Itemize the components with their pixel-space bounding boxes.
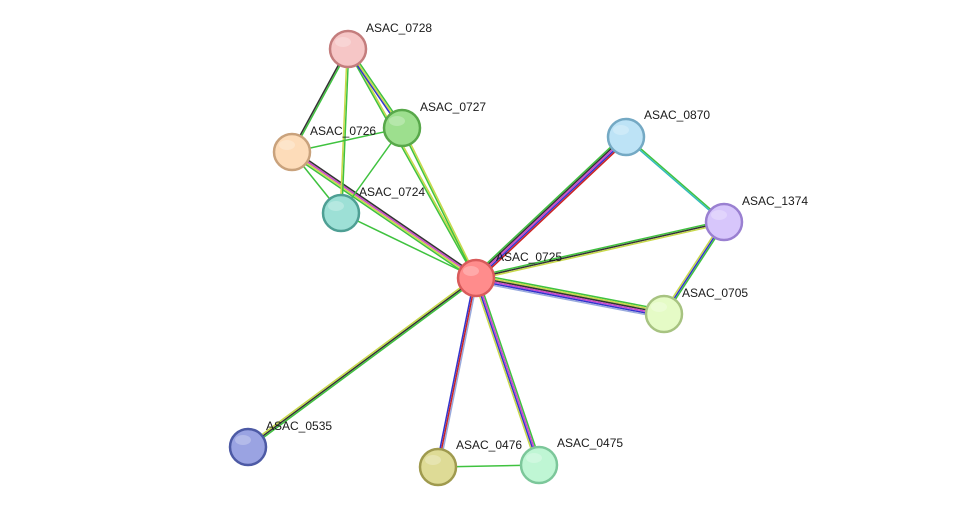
node-circle[interactable] xyxy=(519,445,559,485)
edge-evidence-line xyxy=(473,278,538,467)
edge-evidence-line xyxy=(476,276,665,314)
node-highlight xyxy=(328,201,344,211)
edge-evidence-line xyxy=(346,49,476,279)
edge-evidence-line xyxy=(476,222,725,281)
node-asac-1374[interactable]: ASAC_1374 xyxy=(704,194,808,242)
edge-asac-0725-asac-0476[interactable] xyxy=(435,277,479,468)
edge-evidence-line xyxy=(476,274,665,313)
node-highlight xyxy=(526,453,542,463)
edge-asac-0728-asac-0726[interactable] xyxy=(290,48,350,153)
node-circle[interactable] xyxy=(321,193,361,233)
node-label: ASAC_0476 xyxy=(456,438,522,452)
edge-evidence-line xyxy=(475,279,664,318)
node-highlight xyxy=(613,125,629,135)
edge-asac-0725-asac-0535[interactable] xyxy=(246,276,478,449)
node-circle[interactable] xyxy=(382,108,422,148)
node-circle[interactable] xyxy=(328,29,368,69)
edges-layer xyxy=(246,47,726,468)
node-asac-0724[interactable]: ASAC_0724 xyxy=(321,185,425,233)
edge-asac-0728-asac-0724[interactable] xyxy=(339,48,350,214)
edge-evidence-line xyxy=(292,49,350,153)
node-label: ASAC_0705 xyxy=(682,286,748,300)
edge-asac-0725-asac-0724[interactable] xyxy=(340,212,477,279)
edge-evidence-line xyxy=(402,127,478,278)
node-highlight xyxy=(279,140,295,150)
node-highlight xyxy=(463,266,479,276)
node-circle[interactable] xyxy=(644,294,684,334)
node-label: ASAC_1374 xyxy=(742,194,808,208)
node-circle[interactable] xyxy=(456,258,496,298)
edge-evidence-line xyxy=(292,149,478,277)
edge-evidence-line xyxy=(340,212,477,279)
edge-evidence-line xyxy=(291,152,476,280)
edge-evidence-line xyxy=(475,278,664,316)
node-asac-0870[interactable]: ASAC_0870 xyxy=(606,108,710,157)
edge-evidence-line xyxy=(626,135,726,222)
edge-evidence-line xyxy=(247,277,477,448)
edge-evidence-line xyxy=(290,48,348,152)
edge-evidence-line xyxy=(435,277,476,467)
edge-evidence-line xyxy=(475,221,725,279)
node-asac-0728[interactable]: ASAC_0728 xyxy=(328,21,432,69)
edge-evidence-line xyxy=(341,48,350,214)
node-circle[interactable] xyxy=(272,132,312,172)
node-highlight xyxy=(651,302,667,312)
edge-evidence-line xyxy=(475,281,664,319)
node-asac-0726[interactable]: ASAC_0726 xyxy=(272,124,376,172)
node-label: ASAC_0535 xyxy=(266,419,332,433)
node-circle[interactable] xyxy=(704,202,744,242)
node-label: ASAC_0728 xyxy=(366,21,432,35)
node-highlight xyxy=(235,435,251,445)
node-circle[interactable] xyxy=(418,447,458,487)
edge-evidence-line xyxy=(474,135,626,278)
node-circle[interactable] xyxy=(228,427,268,467)
edge-evidence-line xyxy=(624,137,724,224)
edge-asac-0725-asac-1374[interactable] xyxy=(475,219,725,281)
node-label: ASAC_0727 xyxy=(420,100,486,114)
edge-evidence-line xyxy=(339,48,348,214)
node-asac-0705[interactable]: ASAC_0705 xyxy=(644,286,748,334)
node-asac-0535[interactable]: ASAC_0535 xyxy=(228,419,332,467)
node-circle[interactable] xyxy=(606,117,646,157)
edge-asac-0725-asac-0870[interactable] xyxy=(473,134,629,281)
edge-evidence-line xyxy=(475,136,627,279)
node-label: ASAC_0870 xyxy=(644,108,710,122)
edge-evidence-line xyxy=(246,276,476,447)
edge-asac-0870-asac-1374[interactable] xyxy=(624,135,726,224)
edge-evidence-line xyxy=(437,277,477,468)
node-asac-0725[interactable]: ASAC_0725 xyxy=(456,250,562,298)
nodes-layer: ASAC_0725ASAC_0728ASAC_0727ASAC_0726ASAC… xyxy=(228,21,808,487)
edge-evidence-line xyxy=(476,273,665,311)
edge-evidence-line xyxy=(473,134,625,277)
edge-evidence-line xyxy=(477,276,542,465)
edge-asac-0725-asac-0728[interactable] xyxy=(346,48,478,279)
node-highlight xyxy=(425,455,441,465)
edge-asac-0725-asac-0475[interactable] xyxy=(473,276,542,467)
node-highlight xyxy=(711,210,727,220)
edge-asac-0725-asac-0727[interactable] xyxy=(400,127,478,279)
node-label: ASAC_0725 xyxy=(496,250,562,264)
node-label: ASAC_0726 xyxy=(310,124,376,138)
edge-evidence-line xyxy=(438,278,479,468)
edge-evidence-line xyxy=(290,153,476,281)
edge-evidence-line xyxy=(477,138,629,281)
edge-evidence-line xyxy=(248,278,478,449)
edge-evidence-line xyxy=(476,137,628,280)
edge-evidence-line xyxy=(400,128,476,279)
node-highlight xyxy=(335,37,351,47)
node-asac-0475[interactable]: ASAC_0475 xyxy=(519,436,623,485)
edge-evidence-line xyxy=(476,277,541,465)
node-label: ASAC_0724 xyxy=(359,185,425,199)
node-label: ASAC_0475 xyxy=(557,436,623,450)
edge-evidence-line xyxy=(475,219,724,278)
edge-evidence-line xyxy=(474,278,539,466)
edge-asac-0725-asac-0705[interactable] xyxy=(475,273,665,319)
node-highlight xyxy=(389,116,405,126)
edge-evidence-line xyxy=(292,150,477,278)
edge-asac-0725-asac-0726[interactable] xyxy=(290,149,478,281)
node-asac-0727[interactable]: ASAC_0727 xyxy=(382,100,486,148)
node-asac-0476[interactable]: ASAC_0476 xyxy=(418,438,522,487)
